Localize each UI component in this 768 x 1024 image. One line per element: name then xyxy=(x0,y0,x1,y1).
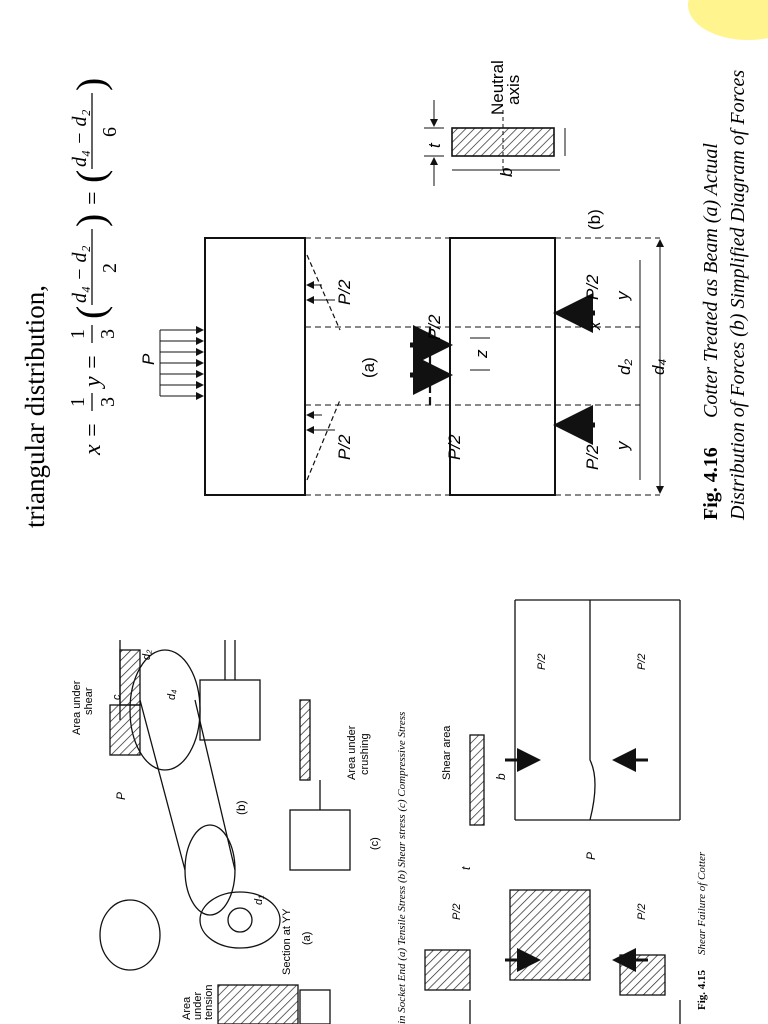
label-area-crush-2: crushing xyxy=(359,733,371,775)
label-t-415: t xyxy=(459,866,473,870)
label-P: P xyxy=(139,353,158,365)
label-area-tension-1: Area xyxy=(181,996,193,1020)
label-x: x xyxy=(585,321,604,331)
label-b-416: (b) xyxy=(585,209,604,230)
label-d2-414: d₂ xyxy=(141,649,153,660)
label-t-section: t xyxy=(425,142,444,148)
eq-den-6: 6 xyxy=(99,127,121,137)
label-a-414: (a) xyxy=(301,932,313,945)
fig414-caption: in Socket End (a) Tensile Stress (b) She… xyxy=(396,712,408,1024)
fig416-number: Fig. 4.16 xyxy=(700,447,722,520)
fig415 xyxy=(424,599,681,1024)
label-P-415: P xyxy=(584,852,598,860)
label-y-left: y xyxy=(613,440,632,451)
label-d2: d₂ xyxy=(615,359,634,375)
label-y-right: y xyxy=(613,290,632,301)
svg-text:): ) xyxy=(68,214,113,227)
eq-den-3: 3 xyxy=(97,397,119,407)
label-b-415: b xyxy=(494,773,508,780)
label-P2-b-botl: P/2 xyxy=(583,444,602,470)
label-d4-414: d₄ xyxy=(166,689,178,700)
svg-text:(: ( xyxy=(68,170,113,183)
equation: x = 1 3 y = 1 3 ( d₄ − d₂ 2 ) = ( d₄ − d… xyxy=(67,78,121,456)
label-P2-a-left: P/2 xyxy=(335,434,354,460)
eq-lhs: x = xyxy=(80,422,106,456)
fig415-number: Fig. 4.15 xyxy=(696,969,708,1010)
label-area-tension-3: tension xyxy=(203,985,215,1020)
label-neutral: Neutral xyxy=(488,60,507,115)
label-P2-b-botr: P/2 xyxy=(583,274,602,300)
fig415-caption: Shear Failure of Cotter xyxy=(696,851,708,955)
label-d1-414: d₁ xyxy=(253,895,265,905)
label-area-crush-1: Area under xyxy=(346,725,358,780)
label-P-414b: P xyxy=(114,792,128,800)
label-c-414: c xyxy=(111,694,123,700)
svg-text:(: ( xyxy=(68,306,113,319)
label-b-414: (b) xyxy=(234,800,248,815)
label-P2-b-top: P/2 xyxy=(425,314,444,340)
label-section-yy: Section at YY xyxy=(281,908,293,975)
label-axis: axis xyxy=(504,75,523,105)
eq-equals: = xyxy=(80,191,106,205)
label-P2-415-d: P/2 xyxy=(636,903,648,920)
fig416b xyxy=(410,237,664,496)
label-area-tension-2: under xyxy=(192,992,204,1020)
label-a-416: (a) xyxy=(359,357,378,378)
label-area-shear-1: Area under xyxy=(71,680,83,735)
fig416-caption-1: Cotter Treated as Beam (a) Actual xyxy=(700,143,722,418)
heading-text: triangular distribution, xyxy=(20,285,50,528)
label-P2-a-right: P/2 xyxy=(335,279,354,305)
fig416-caption-2: Distribution of Forces (b) Simplified Di… xyxy=(727,70,749,521)
fig414 xyxy=(99,640,351,1024)
label-b-section: b xyxy=(497,168,516,177)
eq-y: y = xyxy=(80,354,106,389)
label-d4: d₄ xyxy=(649,359,668,375)
label-shear-area: Shear area xyxy=(441,725,453,780)
eq-frac-num-1: d₄ − d₂ xyxy=(69,246,91,303)
label-P2-b-left: P/2 xyxy=(445,434,464,460)
label-z: z xyxy=(472,349,491,359)
eq-num-1b: 1 xyxy=(67,329,89,339)
eq-frac-num-2: d₄ − d₂ xyxy=(69,110,91,167)
eq-num-1: 1 xyxy=(67,397,89,407)
label-P2-415-b: P/2 xyxy=(636,653,648,670)
label-c-paren-414: (c) xyxy=(369,837,381,850)
label-P2-415-c: P/2 xyxy=(451,903,463,920)
cross-section xyxy=(424,100,566,186)
eq-den-2: 2 xyxy=(99,263,121,273)
svg-text:): ) xyxy=(68,78,113,91)
label-area-shear-2: shear xyxy=(83,687,95,715)
eq-den-3b: 3 xyxy=(97,329,119,339)
label-P2-415-a: P/2 xyxy=(536,653,548,670)
